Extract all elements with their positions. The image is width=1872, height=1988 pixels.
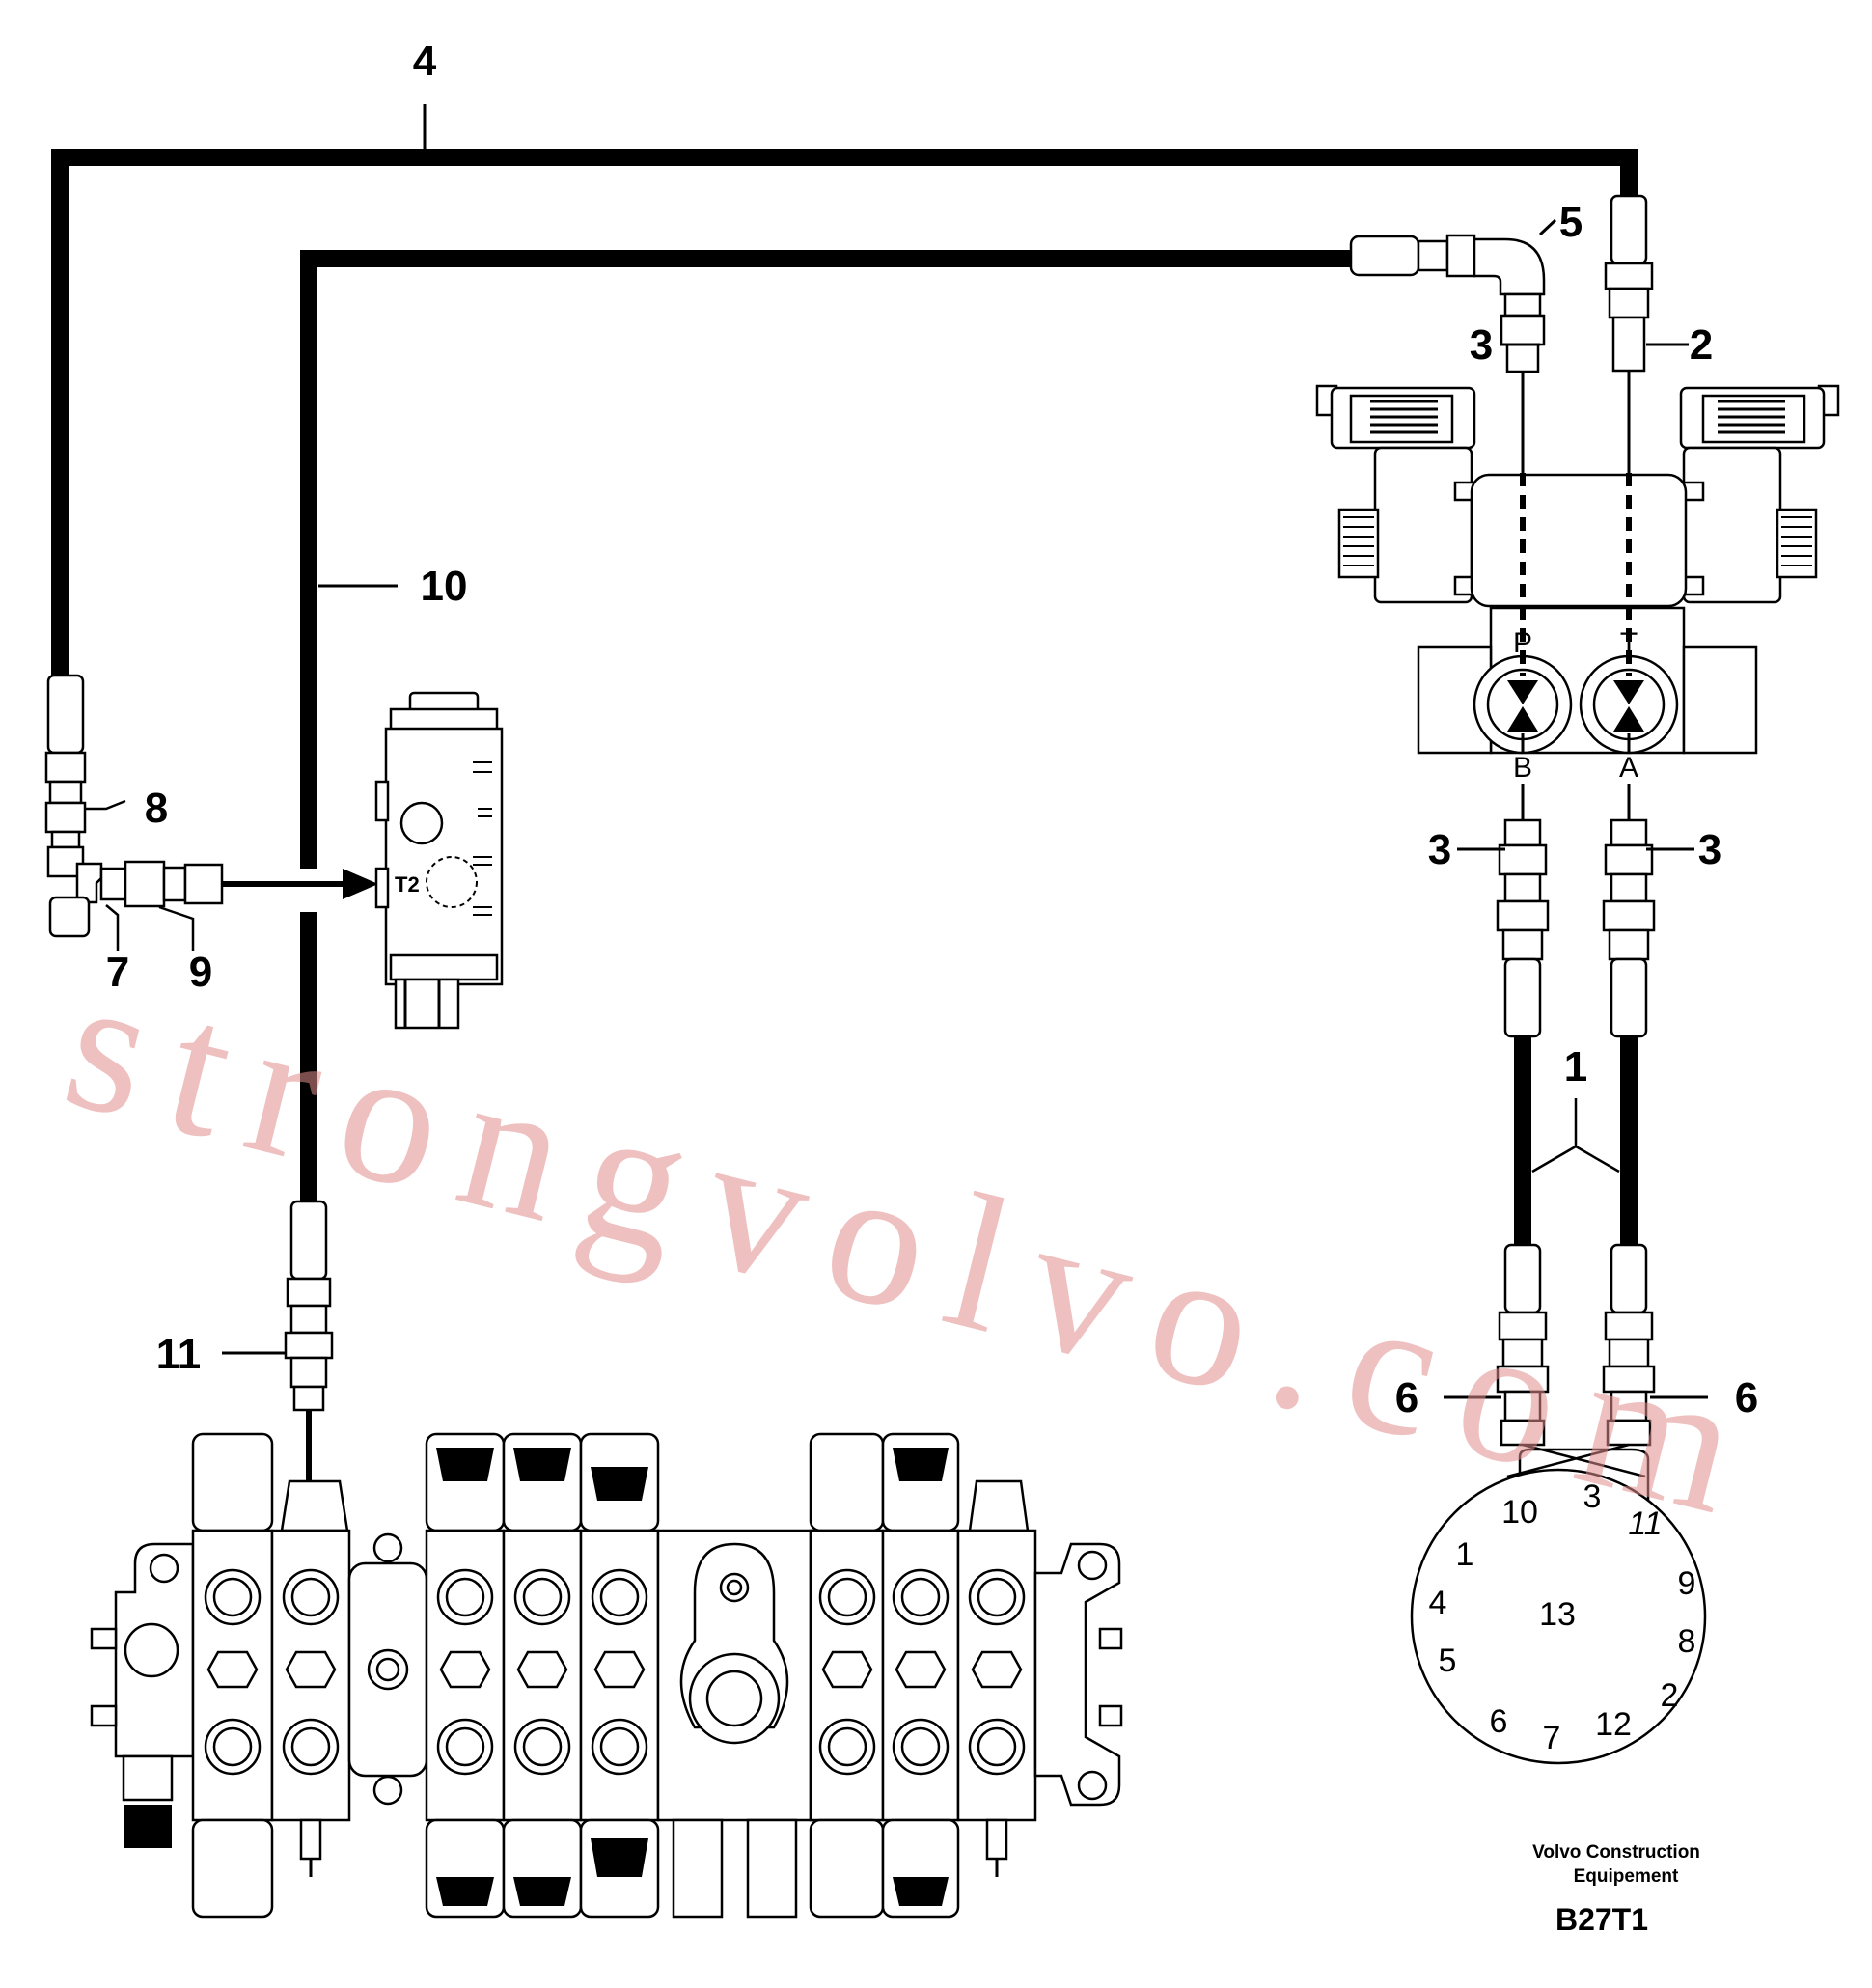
callout-3b: 3 xyxy=(1428,826,1451,873)
callout-8: 8 xyxy=(145,785,168,832)
callout-9-leader xyxy=(158,905,195,951)
callout-3a: 3 xyxy=(1470,321,1493,369)
control-valve-bank xyxy=(90,1432,1123,1919)
hose-4 xyxy=(51,149,1638,676)
callout-6b: 6 xyxy=(1735,1374,1758,1422)
solenoid-valve xyxy=(1315,384,1840,755)
pin-7: 7 xyxy=(1543,1720,1561,1756)
pin-6: 6 xyxy=(1490,1703,1508,1740)
hose-10 xyxy=(300,250,1356,869)
tee-fitting xyxy=(44,674,224,938)
footer-company-line1: Volvo Construction xyxy=(1532,1842,1700,1863)
port-t-label: T xyxy=(1620,627,1638,659)
callout-7: 7 xyxy=(106,949,129,996)
pin-11: 11 xyxy=(1628,1505,1662,1542)
callout-1: 1 xyxy=(1564,1043,1587,1091)
pin-5: 5 xyxy=(1439,1643,1457,1679)
valve-t2 xyxy=(374,691,504,1030)
connector-pins: 10 3 11 1 4 5 13 9 8 2 6 7 12 xyxy=(1429,1478,1696,1756)
callout-4: 4 xyxy=(413,38,437,85)
pin-8: 8 xyxy=(1678,1623,1696,1660)
pin-13: 13 xyxy=(1539,1596,1576,1633)
callout-5: 5 xyxy=(1559,199,1583,246)
elbow-fitting-5 xyxy=(1349,218,1557,373)
callout-9: 9 xyxy=(189,949,212,996)
fitting-11 xyxy=(284,1200,334,1412)
callout-6a: 6 xyxy=(1395,1374,1418,1422)
pin-4: 4 xyxy=(1429,1585,1447,1621)
callout-11: 11 xyxy=(156,1331,202,1378)
callout-2: 2 xyxy=(1690,321,1713,369)
port-t2-label: T2 xyxy=(395,872,420,897)
fitting-6-left xyxy=(1496,1243,1550,1447)
callout-8-leader xyxy=(85,799,126,811)
port-a-label: A xyxy=(1619,752,1638,784)
footer-drawing-code: B27T1 xyxy=(1555,1902,1648,1937)
fitting-6-right xyxy=(1602,1243,1656,1447)
fitting-2 xyxy=(1604,194,1689,373)
pin-12: 12 xyxy=(1595,1706,1632,1743)
pin-9: 9 xyxy=(1678,1565,1696,1602)
callout-3c: 3 xyxy=(1698,826,1721,873)
fitting-3-left xyxy=(1496,818,1550,1038)
pin-1: 1 xyxy=(1456,1536,1474,1573)
port-p-label: P xyxy=(1513,627,1532,659)
pin-10: 10 xyxy=(1501,1494,1538,1531)
fitting-3-right xyxy=(1602,818,1656,1038)
callout-10: 10 xyxy=(421,563,468,610)
callout-7-leader xyxy=(105,904,120,951)
callout-1-bracket xyxy=(1531,1098,1620,1173)
connector-bracket xyxy=(1518,1448,1650,1505)
pin-3: 3 xyxy=(1583,1478,1602,1515)
pin-2: 2 xyxy=(1661,1677,1679,1714)
connector-face xyxy=(1410,1468,1707,1765)
footer-company-line2: Equipement xyxy=(1574,1866,1679,1887)
port-b-label: B xyxy=(1513,752,1532,784)
flow-arrow-t2 xyxy=(343,869,378,899)
